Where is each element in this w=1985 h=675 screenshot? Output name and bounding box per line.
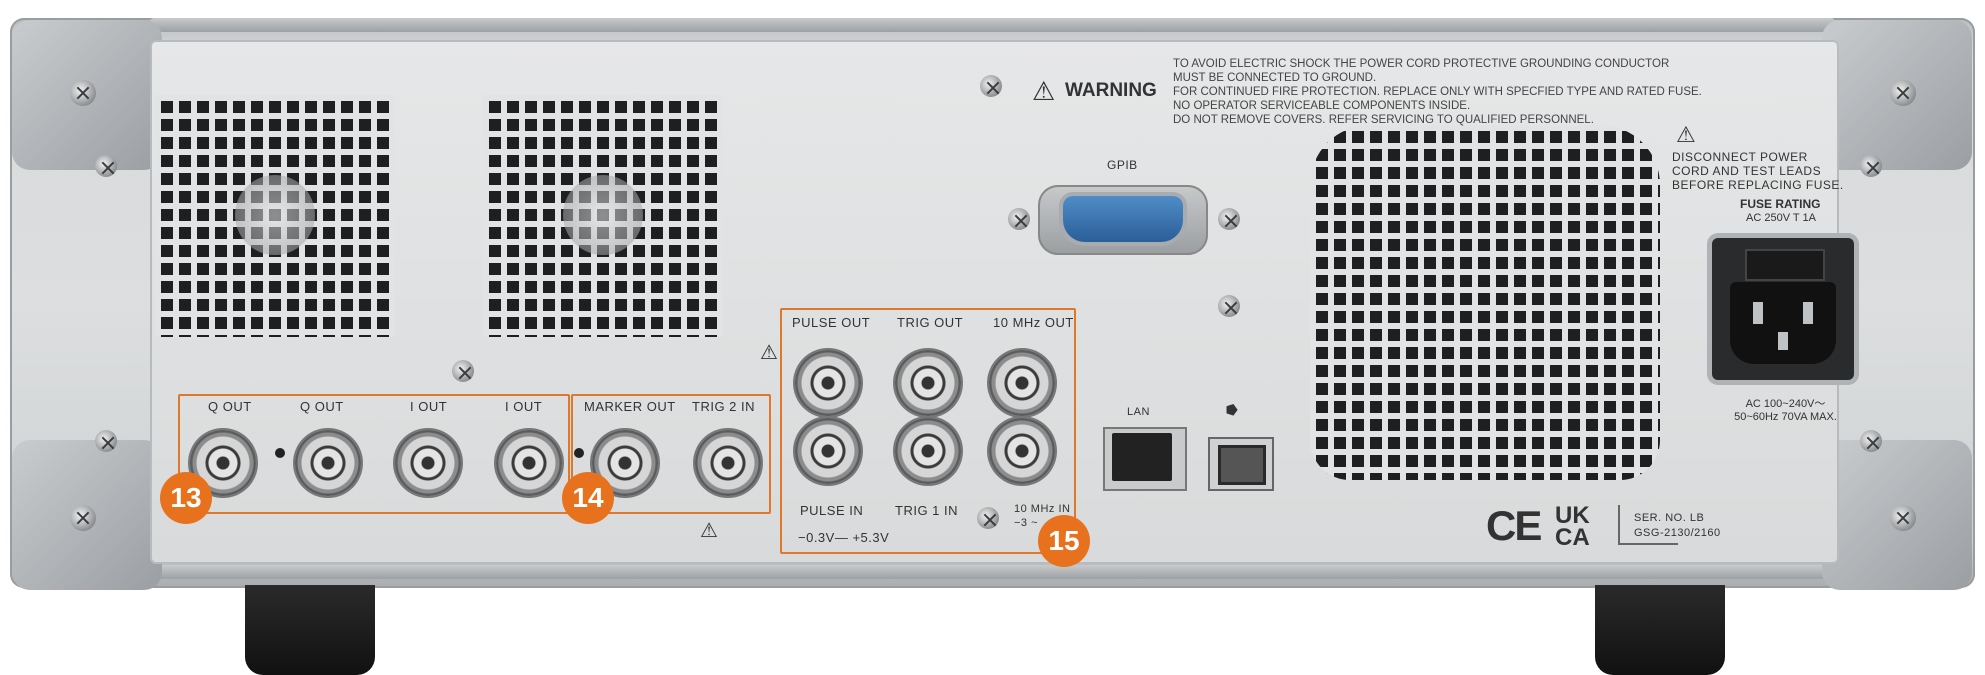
serial-divider — [1618, 543, 1678, 545]
caution-triangle-icon: ⚠ — [700, 520, 718, 542]
pulse-in-label: PULSE IN — [800, 503, 864, 518]
ground-hole — [275, 448, 285, 458]
notice-line: CORD AND TEST LEADS — [1672, 164, 1822, 178]
ground-hole — [574, 448, 584, 458]
ukca-top: UK — [1555, 502, 1590, 529]
marker-out-label: MARKER OUT — [584, 399, 676, 414]
10mhz-in-label: 10 MHz IN — [1014, 503, 1071, 515]
fan-grille-left — [155, 95, 395, 337]
fuse-holder[interactable] — [1745, 249, 1825, 281]
q-out-label: Q OUT — [208, 399, 252, 414]
warning-line: TO AVOID ELECTRIC SHOCK THE POWER CORD P… — [1173, 58, 1670, 70]
fuse-rating-value: AC 250V T 1A — [1746, 212, 1816, 224]
screw-icon — [1860, 430, 1882, 452]
group-15-outline — [780, 308, 1076, 554]
screw-icon — [977, 507, 999, 529]
lan-port[interactable] — [1112, 433, 1172, 481]
input-range-label: −0.3V— +5.3V — [798, 530, 890, 545]
screw-icon — [1008, 208, 1030, 230]
fan-grille-right — [1310, 125, 1660, 480]
warning-text: TO AVOID ELECTRIC SHOCK THE POWER CORD P… — [1173, 57, 1702, 127]
usb-port[interactable] — [1218, 445, 1266, 485]
ce-mark: CE — [1486, 502, 1542, 549]
bottom-frame-bar — [150, 565, 1835, 579]
warning-line: DO NOT REMOVE COVERS. REFER SERVICING TO… — [1173, 114, 1594, 126]
10mhz-in-bnc[interactable] — [989, 418, 1055, 484]
10mhz-out-bnc[interactable] — [989, 350, 1055, 416]
warning-line: MUST BE CONNECTED TO GROUND. — [1173, 72, 1377, 84]
q-bar-out-bnc[interactable] — [295, 430, 361, 496]
i-out-bnc[interactable] — [395, 430, 461, 496]
group-14-outline — [571, 394, 771, 514]
fuse-rating-title: FUSE RATING — [1740, 197, 1821, 211]
foot-right — [1595, 585, 1725, 675]
i-bar-out-bnc[interactable] — [496, 430, 562, 496]
screw-icon — [1890, 505, 1916, 531]
power-pin-icon — [1753, 302, 1763, 324]
callout-badge-15: 15 — [1038, 515, 1090, 567]
group-13-outline — [178, 394, 570, 514]
trig2-in-label: TRIG 2 IN — [692, 399, 756, 414]
lan-label: LAN — [1127, 406, 1150, 418]
power-rating: AC 100~240V～ 50~60Hz 70VA MAX. — [1728, 395, 1843, 423]
fan-hub-middle — [563, 175, 643, 255]
pulse-out-bnc[interactable] — [795, 350, 861, 416]
screw-icon — [1860, 155, 1882, 177]
trig-out-label: TRIG OUT — [897, 315, 964, 330]
notice-line: DISCONNECT POWER — [1672, 150, 1808, 164]
callout-badge-14: 14 — [562, 472, 614, 524]
screw-icon — [1890, 80, 1916, 106]
usb-icon: ⭓ — [1226, 402, 1239, 418]
pulse-out-label: PULSE OUT — [792, 315, 871, 330]
ukca-mark: UK CA — [1555, 502, 1590, 551]
power-pin-icon — [1803, 302, 1813, 324]
screw-icon — [980, 75, 1002, 97]
caution-triangle-icon: ⚠ — [760, 342, 778, 364]
serial-number-label: SER. NO. LB — [1634, 512, 1705, 524]
screw-icon — [95, 430, 117, 452]
trig-out-bnc[interactable] — [895, 350, 961, 416]
i-bar-out-label: I OUT — [505, 399, 543, 414]
screw-icon — [70, 80, 96, 106]
gpib-label: GPIB — [1107, 158, 1138, 172]
warning-title: WARNING — [1065, 80, 1157, 101]
trig2-in-bnc[interactable] — [695, 430, 761, 496]
gpib-port[interactable] — [1063, 196, 1183, 242]
warning-line: NO OPERATOR SERVICEABLE COMPONENTS INSID… — [1173, 100, 1471, 112]
screw-icon — [95, 155, 117, 177]
model-label: GSG-2130/2160 — [1634, 527, 1721, 539]
q-bar-out-label: Q OUT — [300, 399, 344, 414]
callout-badge-13: 13 — [160, 472, 212, 524]
screw-icon — [70, 505, 96, 531]
caution-triangle-icon: ⚠ — [1676, 122, 1696, 147]
screw-icon — [1218, 208, 1240, 230]
serial-divider — [1618, 505, 1620, 545]
ukca-bottom: CA — [1555, 524, 1590, 551]
pulse-in-bnc[interactable] — [795, 418, 861, 484]
power-rating-line: 50~60Hz 70VA MAX. — [1734, 411, 1837, 423]
power-rating-line: AC 100~240V～ — [1745, 398, 1826, 410]
warning-triangle-icon: ⚠ — [1032, 76, 1056, 106]
notice-line: BEFORE REPLACING FUSE. — [1672, 178, 1844, 192]
fan-hub-left — [235, 175, 315, 255]
trig1-in-bnc[interactable] — [895, 418, 961, 484]
screw-icon — [452, 360, 474, 382]
power-inlet-socket[interactable] — [1730, 282, 1836, 364]
power-pin-icon — [1778, 332, 1788, 350]
disconnect-notice: DISCONNECT POWER CORD AND TEST LEADS BEF… — [1672, 150, 1844, 192]
trig1-in-label: TRIG 1 IN — [895, 503, 959, 518]
screw-icon — [1218, 295, 1240, 317]
10mhz-out-label: 10 MHz OUT — [993, 315, 1074, 330]
foot-left — [245, 585, 375, 675]
top-frame-bar — [150, 18, 1835, 32]
warning-line: FOR CONTINUED FIRE PROTECTION. REPLACE O… — [1173, 86, 1702, 98]
10mhz-in-range: −3 ~ — [1014, 517, 1039, 529]
i-out-label: I OUT — [410, 399, 448, 414]
